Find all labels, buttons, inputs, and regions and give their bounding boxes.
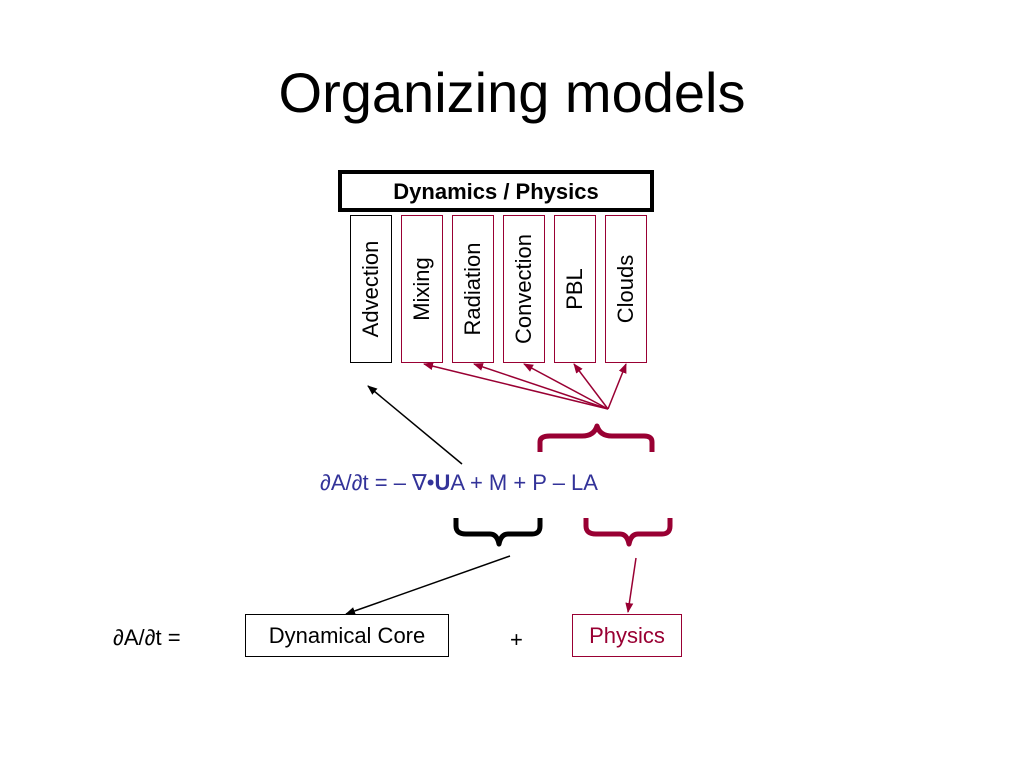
physics-box: Physics xyxy=(572,614,682,657)
tendency-equation: ∂A/∂t = – ∇•UA + M + P – LA xyxy=(320,470,598,496)
column-radiation: Radiation xyxy=(452,215,494,363)
slide-title: Organizing models xyxy=(278,61,746,124)
bottom-equation-lhs: ∂A/∂t = xyxy=(113,625,181,650)
core-arrow xyxy=(345,555,511,615)
equation-lhs: ∂A/∂t = – ∇• xyxy=(320,470,435,495)
upper-red-brace xyxy=(537,423,655,452)
column-clouds: Clouds xyxy=(605,215,647,363)
lower-red-brace xyxy=(583,518,673,547)
physics-fan-arrows xyxy=(423,362,627,410)
dynamics-physics-box: Dynamics / Physics xyxy=(338,170,654,212)
lower-black-brace xyxy=(453,518,543,547)
equation-velocity: U xyxy=(434,470,451,495)
column-convection: Convection xyxy=(503,215,545,363)
physics-arrow xyxy=(625,557,637,613)
column-advection: Advection xyxy=(350,215,392,363)
advection-arrow xyxy=(367,385,463,465)
plus-sign: + xyxy=(510,627,523,652)
dynamical-core-box: Dynamical Core xyxy=(245,614,449,657)
equation-rhs: A + M + P – LA xyxy=(450,470,598,495)
column-mixing: Mixing xyxy=(401,215,443,363)
column-pbl: PBL xyxy=(554,215,596,363)
